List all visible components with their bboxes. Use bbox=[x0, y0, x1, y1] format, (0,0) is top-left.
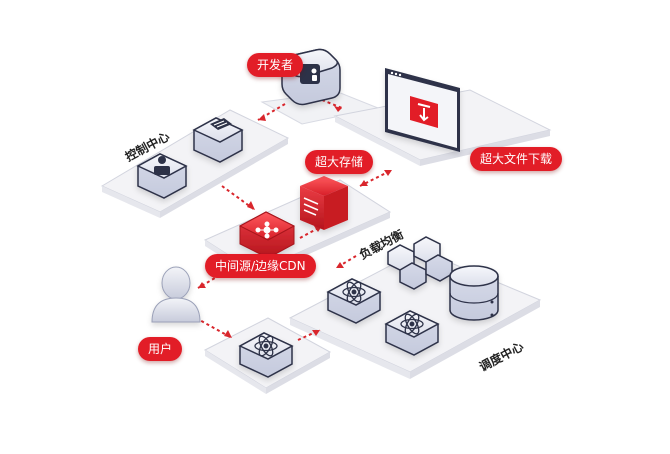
large-file-download-label: 超大文件下载 bbox=[470, 147, 563, 171]
person-icon bbox=[151, 266, 201, 323]
database-icon bbox=[449, 265, 499, 321]
developer-badge-icon bbox=[300, 64, 320, 84]
server-icon bbox=[303, 197, 319, 216]
origin-edge-cdn-label: 中间源/边缘CDN bbox=[205, 254, 316, 278]
hex-cluster-icon bbox=[387, 236, 453, 290]
developer-label: 开发者 bbox=[247, 53, 304, 77]
user-label: 用户 bbox=[138, 337, 183, 361]
document-icon bbox=[210, 118, 232, 130]
control-cube-right bbox=[192, 117, 244, 163]
user-id-icon bbox=[154, 156, 170, 175]
atom-icon bbox=[342, 281, 366, 303]
arrow-control-to-cdn bbox=[221, 185, 256, 211]
large-storage-label: 超大存储 bbox=[305, 150, 374, 174]
download-arrow-icon bbox=[410, 96, 438, 128]
atom-icon bbox=[254, 335, 278, 357]
atom-icon bbox=[400, 313, 424, 335]
arrow-user-to-node bbox=[195, 317, 233, 339]
network-hub-icon bbox=[255, 221, 279, 239]
storage-server bbox=[300, 176, 348, 230]
